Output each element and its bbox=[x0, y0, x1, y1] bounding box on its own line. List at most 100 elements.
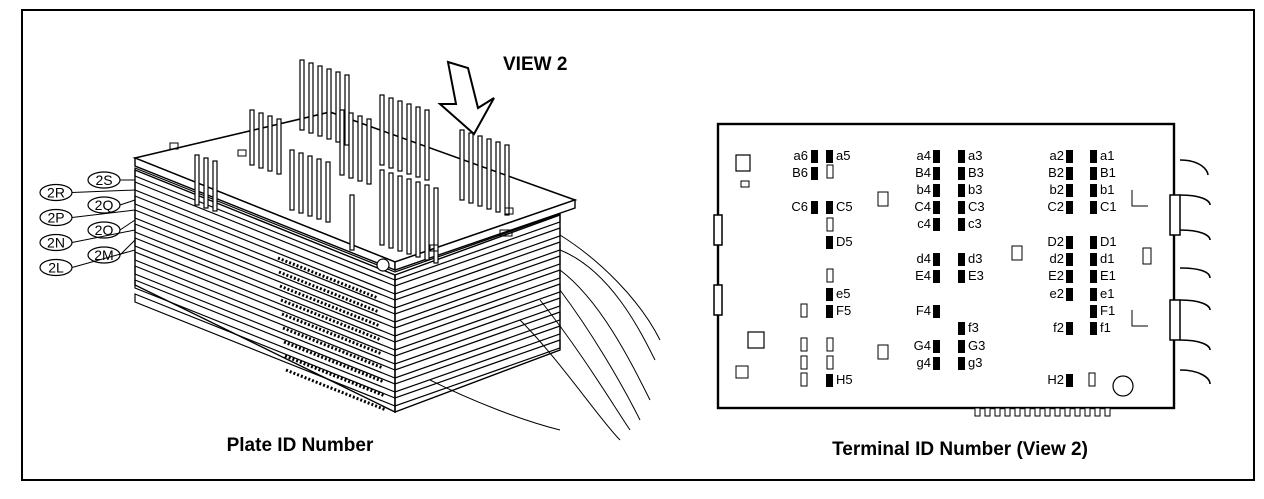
terminal-pin bbox=[477, 135, 483, 207]
terminal-id-label: g3 bbox=[968, 355, 982, 370]
terminal-id-label: C2 bbox=[1047, 199, 1064, 214]
empty-cavity bbox=[800, 372, 808, 387]
terminal-cavity bbox=[933, 218, 940, 231]
terminal-pin bbox=[258, 112, 264, 169]
terminal-cavity bbox=[1066, 288, 1073, 301]
terminal-cavity bbox=[1090, 184, 1097, 197]
terminal-pin bbox=[397, 100, 403, 172]
terminal-pin bbox=[335, 71, 341, 143]
terminal-id-label: B1 bbox=[1100, 165, 1116, 180]
plate-stack-illustration bbox=[132, 59, 661, 441]
terminal-pin bbox=[468, 132, 474, 204]
connector-slot-row bbox=[281, 312, 383, 356]
terminal-id-label: B2 bbox=[1048, 165, 1064, 180]
terminal-cavity bbox=[1066, 150, 1073, 163]
terminal-pin bbox=[366, 118, 372, 185]
terminal-id-label: f3 bbox=[968, 320, 979, 335]
terminal-pin bbox=[424, 109, 430, 181]
terminal-pin bbox=[415, 106, 421, 178]
terminal-cavity bbox=[958, 150, 965, 163]
terminal-cavity bbox=[958, 167, 965, 180]
terminal-id-label: E2 bbox=[1048, 268, 1064, 283]
terminal-cavity bbox=[958, 322, 965, 335]
terminal-pin bbox=[406, 178, 412, 255]
right-notch bbox=[1169, 299, 1181, 341]
terminal-id-label: c4 bbox=[917, 216, 931, 231]
corner-mark bbox=[735, 365, 749, 379]
terminal-cavity bbox=[811, 201, 818, 214]
terminal-grid: a6B6C6a5C5D5e5F5H5a4B4b4C4c4d4E4F4G4g4a3… bbox=[791, 148, 1117, 387]
plate-id-label: 2N bbox=[47, 235, 65, 251]
terminal-cavity bbox=[1066, 167, 1073, 180]
terminal-pin bbox=[348, 112, 354, 179]
terminal-id-label: H2 bbox=[1047, 372, 1064, 387]
plate-detail bbox=[504, 207, 514, 215]
terminal-cavity bbox=[811, 150, 818, 163]
terminal-cavity bbox=[933, 270, 940, 283]
rib bbox=[1004, 407, 1011, 417]
terminal-cavity bbox=[826, 150, 833, 163]
terminal-cavity bbox=[826, 374, 833, 387]
terminal-cavity bbox=[1090, 253, 1097, 266]
plate-callout-leader bbox=[119, 199, 136, 206]
connector-slot-row bbox=[283, 340, 385, 384]
terminal-cavity bbox=[958, 270, 965, 283]
empty-cavity bbox=[800, 337, 808, 352]
terminal-id-label: b2 bbox=[1050, 182, 1064, 197]
terminal-id-label: f2 bbox=[1053, 320, 1064, 335]
terminal-id-label: D2 bbox=[1047, 234, 1064, 249]
terminal-id-label: a3 bbox=[968, 148, 982, 163]
terminal-pin bbox=[307, 155, 313, 217]
terminal-pin bbox=[316, 158, 322, 220]
terminal-pin bbox=[249, 109, 255, 166]
terminal-id-label: d2 bbox=[1050, 251, 1064, 266]
terminal-id-label: E4 bbox=[915, 268, 931, 283]
locator-mark bbox=[877, 191, 889, 207]
terminal-pin bbox=[299, 59, 305, 131]
plate-callout-leader bbox=[71, 229, 136, 243]
plate-id-label: 2Q bbox=[95, 197, 114, 213]
plate-callout-leader bbox=[119, 239, 136, 256]
plate-id-label: 2L bbox=[48, 260, 64, 276]
terminal-id-label: b1 bbox=[1100, 182, 1114, 197]
terminal-id-label: c3 bbox=[968, 216, 982, 231]
terminal-cavity bbox=[1066, 270, 1073, 283]
connector-slot-row bbox=[285, 368, 387, 412]
terminal-cavity bbox=[1090, 150, 1097, 163]
terminal-pin bbox=[289, 149, 295, 211]
rib bbox=[994, 407, 1001, 417]
terminal-id-label: d3 bbox=[968, 251, 982, 266]
terminal-cavity bbox=[958, 357, 965, 370]
terminal-pin bbox=[298, 152, 304, 214]
terminal-id-label: C4 bbox=[914, 199, 931, 214]
empty-cavity bbox=[826, 355, 834, 370]
locator-mark bbox=[1011, 245, 1023, 261]
corner-bracket bbox=[1131, 190, 1148, 207]
rib bbox=[1034, 407, 1041, 417]
terminal-id-label: B6 bbox=[792, 165, 808, 180]
rib bbox=[1054, 407, 1061, 417]
empty-cavity bbox=[826, 337, 834, 352]
terminal-pin bbox=[212, 160, 218, 212]
plate-callout-leader bbox=[71, 249, 136, 268]
wire-bundle bbox=[429, 234, 661, 441]
terminal-cavity bbox=[933, 253, 940, 266]
terminal-cavity bbox=[826, 201, 833, 214]
terminal-cavity bbox=[933, 201, 940, 214]
corner-bracket bbox=[1131, 310, 1148, 327]
terminal-id-label: C3 bbox=[968, 199, 985, 214]
terminal-pin bbox=[194, 154, 200, 206]
terminal-pin bbox=[379, 94, 385, 166]
terminal-id-label: B4 bbox=[915, 165, 931, 180]
terminal-id-label: C5 bbox=[836, 199, 853, 214]
terminal-id-label: d1 bbox=[1100, 251, 1114, 266]
terminal-cavity bbox=[933, 357, 940, 370]
rib bbox=[1014, 407, 1021, 417]
rib bbox=[974, 407, 981, 417]
plate-detail bbox=[237, 149, 247, 157]
terminal-pin bbox=[267, 115, 273, 172]
empty-cavity bbox=[826, 217, 834, 232]
terminal-pin bbox=[415, 181, 421, 258]
terminal-pin bbox=[397, 175, 403, 252]
